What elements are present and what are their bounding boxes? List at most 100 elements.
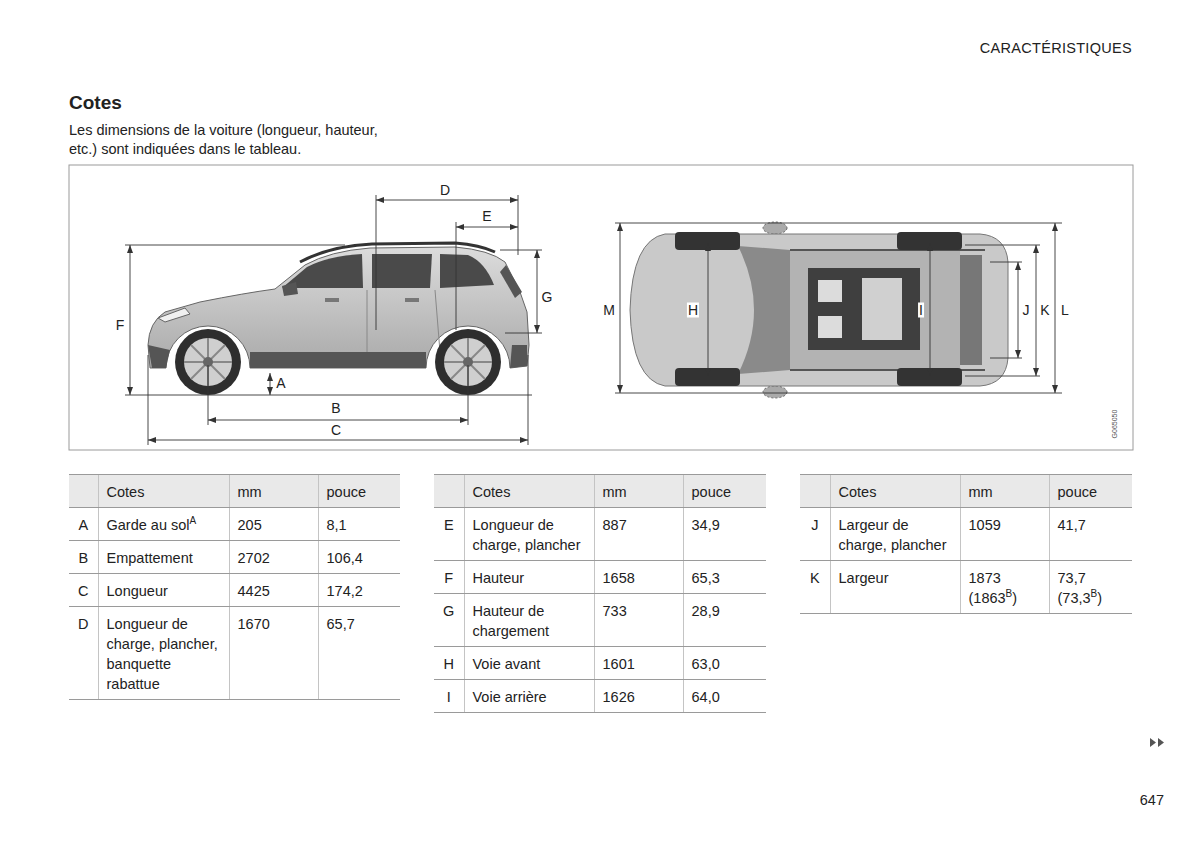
dimension-lines-part [148, 440, 528, 441]
table-cell: Largeur de charge, plancher [839, 517, 947, 553]
table-cell-box: Voie arrière [464, 680, 594, 713]
dimension-lines-part [537, 250, 538, 333]
table-cell-box: 887 [594, 508, 683, 561]
side-view-car-part [250, 352, 426, 368]
top-view-car-part [960, 255, 982, 365]
dimension-letter: L [1060, 303, 1070, 318]
table-body: CotesmmpouceJLargeur de charge, plancher… [800, 475, 1132, 614]
table-cell-box: 41,7 [1049, 508, 1132, 561]
page-number: 647 [1140, 792, 1164, 808]
table-cell: 64,0 [692, 689, 720, 705]
table-cell-box: 1658 [594, 561, 683, 594]
top-view-car-part [897, 232, 962, 250]
table-cell: (1863 [969, 590, 1006, 606]
table-cell-box: 1670 [229, 607, 318, 700]
table-cell-box: Longueur de charge, plancher, banquette … [98, 607, 229, 700]
table-cell-box: pouce [683, 475, 766, 508]
dimension-lines-part [1036, 245, 1037, 376]
table-cell: 2702 [238, 550, 270, 566]
spec-table-grid: CotesmmpouceJLargeur de charge, plancher… [800, 474, 1132, 614]
dimension-letter: J [1022, 303, 1031, 318]
table-cell: mm [603, 484, 627, 500]
table-cell: 174,2 [327, 583, 363, 599]
footnote-mark: B [1006, 588, 1013, 599]
table-cell: Voie arrière [473, 689, 547, 705]
table-cell: 34,9 [692, 517, 720, 533]
table-cell-box: 73,7(73,3B) [1049, 561, 1132, 614]
table-cell: pouce [327, 484, 367, 500]
chapter-header: CARACTÉRISTIQUES [980, 40, 1132, 56]
top-view-car-part [897, 368, 962, 386]
table-row: KLargeur1873(1863B)73,7(73,3B) [800, 561, 1132, 614]
top-view-car-part [763, 386, 787, 398]
side-view-car-part [372, 254, 432, 288]
table-cell-box: E [434, 508, 464, 561]
table-cell: 63,0 [692, 656, 720, 672]
image-code: G065050 [1111, 410, 1119, 439]
table-cell-box: pouce [1049, 475, 1132, 508]
table-cell: 1601 [603, 656, 635, 672]
table-cell: A [78, 517, 88, 533]
top-view-car [630, 222, 1008, 398]
table-cell: J [811, 517, 818, 533]
side-view-car-part [367, 290, 368, 352]
dimension-lines-part [130, 245, 131, 395]
top-view-car-part [630, 234, 1008, 386]
intro-text: Les dimensions de la voiture (longueur, … [69, 121, 407, 159]
table-cell-box: I [434, 680, 464, 713]
table-cell-box: Empattement [98, 541, 229, 574]
dimension-lines-part [518, 195, 519, 255]
dimension-letter: E [481, 209, 492, 224]
table-cell: Hauteur [473, 570, 525, 586]
top-view-car-part [675, 368, 740, 386]
dimension-lines-part [376, 200, 518, 201]
table-cell-box: 63,0 [683, 647, 766, 680]
table-cell: ) [1097, 590, 1102, 606]
dimension-letter: K [1039, 303, 1050, 318]
top-view-car-part [818, 280, 842, 302]
table-row: IVoie arrière162664,0 [434, 680, 766, 713]
top-view-car-part [808, 268, 920, 350]
table-cell: Empattement [107, 550, 193, 566]
top-view-car-part [818, 316, 842, 338]
table-cell-box: F [434, 561, 464, 594]
dimension-lines-part [708, 243, 709, 376]
table-cell-box: D [69, 607, 98, 700]
side-view-car-part [282, 282, 298, 296]
dimension-lines-part [456, 227, 518, 228]
dimension-lines-part [505, 333, 542, 334]
table-cell: Longueur de charge, plancher, banquette … [107, 616, 218, 692]
table-cell-box: 205 [229, 508, 318, 541]
table-cell: pouce [1058, 484, 1098, 500]
spec-table: CotesmmpouceAGarde au solA2058,1BEmpatte… [69, 474, 400, 700]
dimension-lines-part [990, 262, 1022, 263]
dimension-lines-part [620, 223, 621, 393]
table-cell: 205 [238, 517, 262, 533]
table-cell: 28,9 [692, 603, 720, 619]
table-body: CotesmmpouceAGarde au solA2058,1BEmpatte… [69, 475, 400, 700]
spec-table-grid: CotesmmpouceAGarde au solA2058,1BEmpatte… [69, 474, 400, 700]
table-cell-box: Largeur de charge, plancher [830, 508, 960, 561]
side-view-car-part [500, 265, 522, 298]
table-cell: F [444, 570, 453, 586]
table-row: DLongueur de charge, plancher, banquette… [69, 607, 400, 700]
dimension-letter: G [541, 290, 554, 305]
dimension-lines-part [125, 395, 532, 396]
table-row: ELongueur de charge, plancher887 34,9 [434, 508, 766, 561]
dimension-lines-part [270, 373, 271, 395]
table-cell-box: mm [229, 475, 318, 508]
table-row: HVoie avant160163,0 [434, 647, 766, 680]
table-cell-box: Cotes [830, 475, 960, 508]
side-view-car-part [440, 254, 494, 288]
dimension-lines [125, 195, 1062, 445]
table-cell-box: C [69, 574, 98, 607]
dimension-lines-part [208, 365, 209, 425]
dimension-lines-part [468, 365, 469, 425]
table-cell-box: 106,4 [318, 541, 400, 574]
dimension-lines-part [615, 393, 1062, 394]
dimension-lines-part [500, 250, 542, 251]
table-cell-box: Longueur de charge, plancher [464, 508, 594, 561]
side-view-car-part [435, 290, 440, 352]
dimension-lines-part [528, 355, 529, 445]
table-cell-box: Voie avant [464, 647, 594, 680]
